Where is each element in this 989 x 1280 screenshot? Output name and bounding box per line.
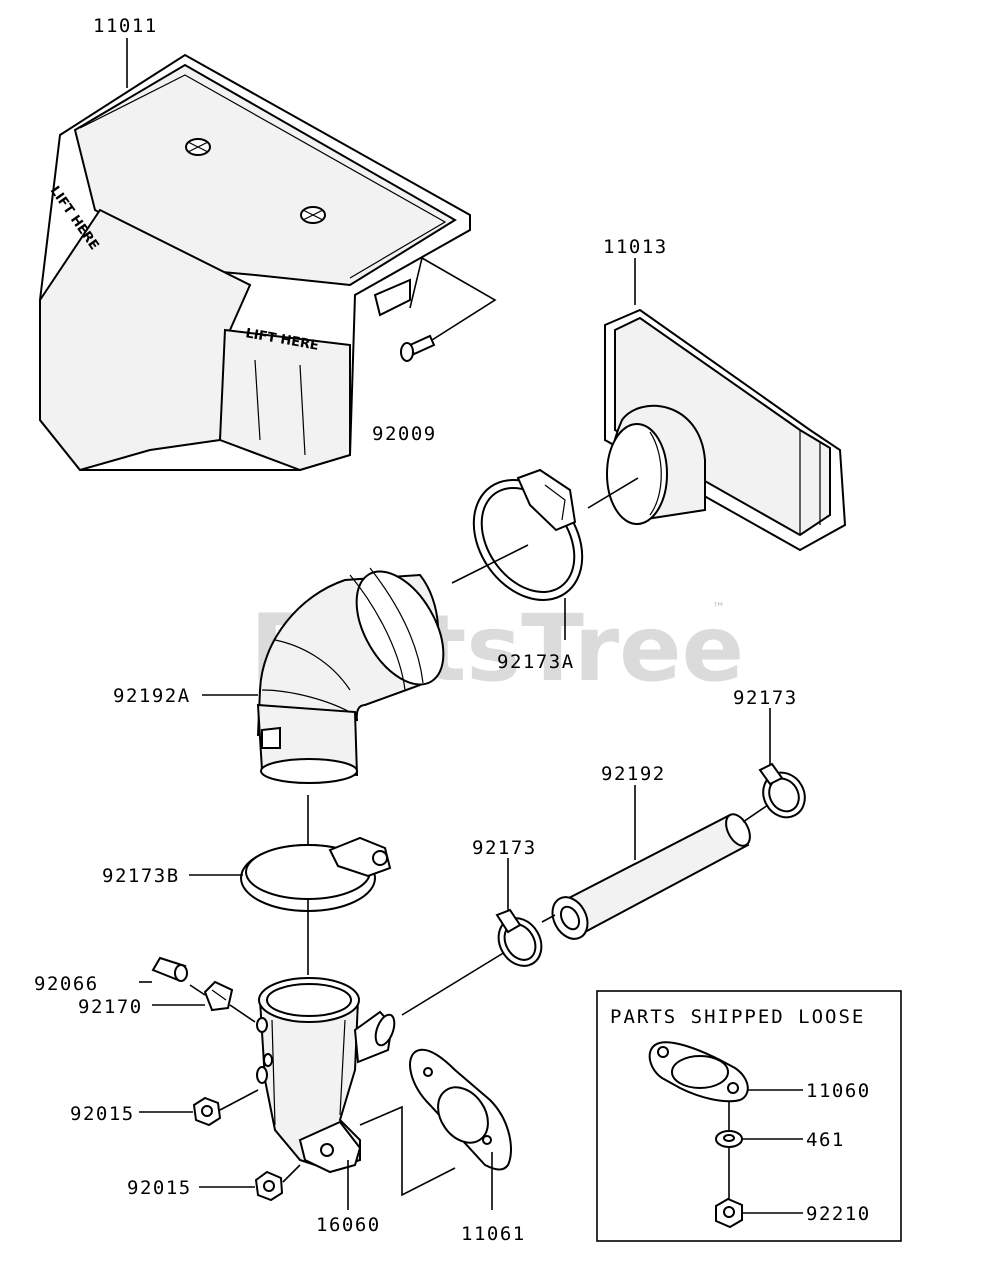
callout-461: 461	[806, 1129, 845, 1151]
cover-knob-1	[185, 138, 211, 156]
callout-92210: 92210	[806, 1203, 871, 1225]
cap-92066	[151, 956, 188, 982]
callout-11060: 11060	[806, 1080, 871, 1102]
callout-92170: 92170	[78, 996, 143, 1018]
callout-92173-top: 92173	[733, 687, 798, 709]
washer-461	[715, 1130, 743, 1148]
air-filter	[604, 308, 847, 552]
parts-shipped-loose-box	[596, 990, 902, 1242]
nut-92210	[715, 1197, 743, 1229]
loose-box-title: PARTS SHIPPED LOOSE	[610, 1006, 865, 1028]
hose-clamp-92173A	[472, 468, 584, 601]
screw-92009	[400, 334, 436, 362]
clip-92170	[203, 980, 234, 1012]
air-cleaner-cover: LIFT HERE LIFT HERE	[39, 53, 471, 472]
callout-92192: 92192	[601, 763, 666, 785]
fuel-hose-92192	[551, 813, 751, 940]
callout-92009: 92009	[372, 423, 437, 445]
nut-92015-b	[254, 1170, 284, 1202]
gasket-11061	[409, 1048, 512, 1171]
callout-11013: 11013	[603, 236, 668, 258]
callout-11011: 11011	[93, 15, 158, 37]
callout-92173A: 92173A	[497, 651, 575, 673]
hose-clamp-92173-mid	[495, 908, 543, 967]
elbow-hose-92192A	[256, 567, 445, 784]
hose-clamp-92173B	[240, 836, 392, 912]
cover-knob-2	[300, 206, 326, 224]
watermark-tm: ™	[712, 601, 725, 616]
nut-92015-a	[192, 1096, 222, 1127]
callout-92173-mid: 92173	[472, 837, 537, 859]
callout-92015-a: 92015	[70, 1103, 135, 1125]
callout-92015-b: 92015	[127, 1177, 192, 1199]
callout-11061: 11061	[461, 1223, 526, 1245]
callout-92192A: 92192A	[113, 685, 191, 707]
hose-clamp-92173-top	[758, 762, 806, 819]
callout-16060: 16060	[316, 1214, 381, 1236]
callout-92066: 92066	[34, 973, 99, 995]
intake-pipe-16060	[256, 977, 396, 1174]
gasket-11060	[648, 1041, 749, 1103]
callout-92173B: 92173B	[102, 865, 180, 887]
